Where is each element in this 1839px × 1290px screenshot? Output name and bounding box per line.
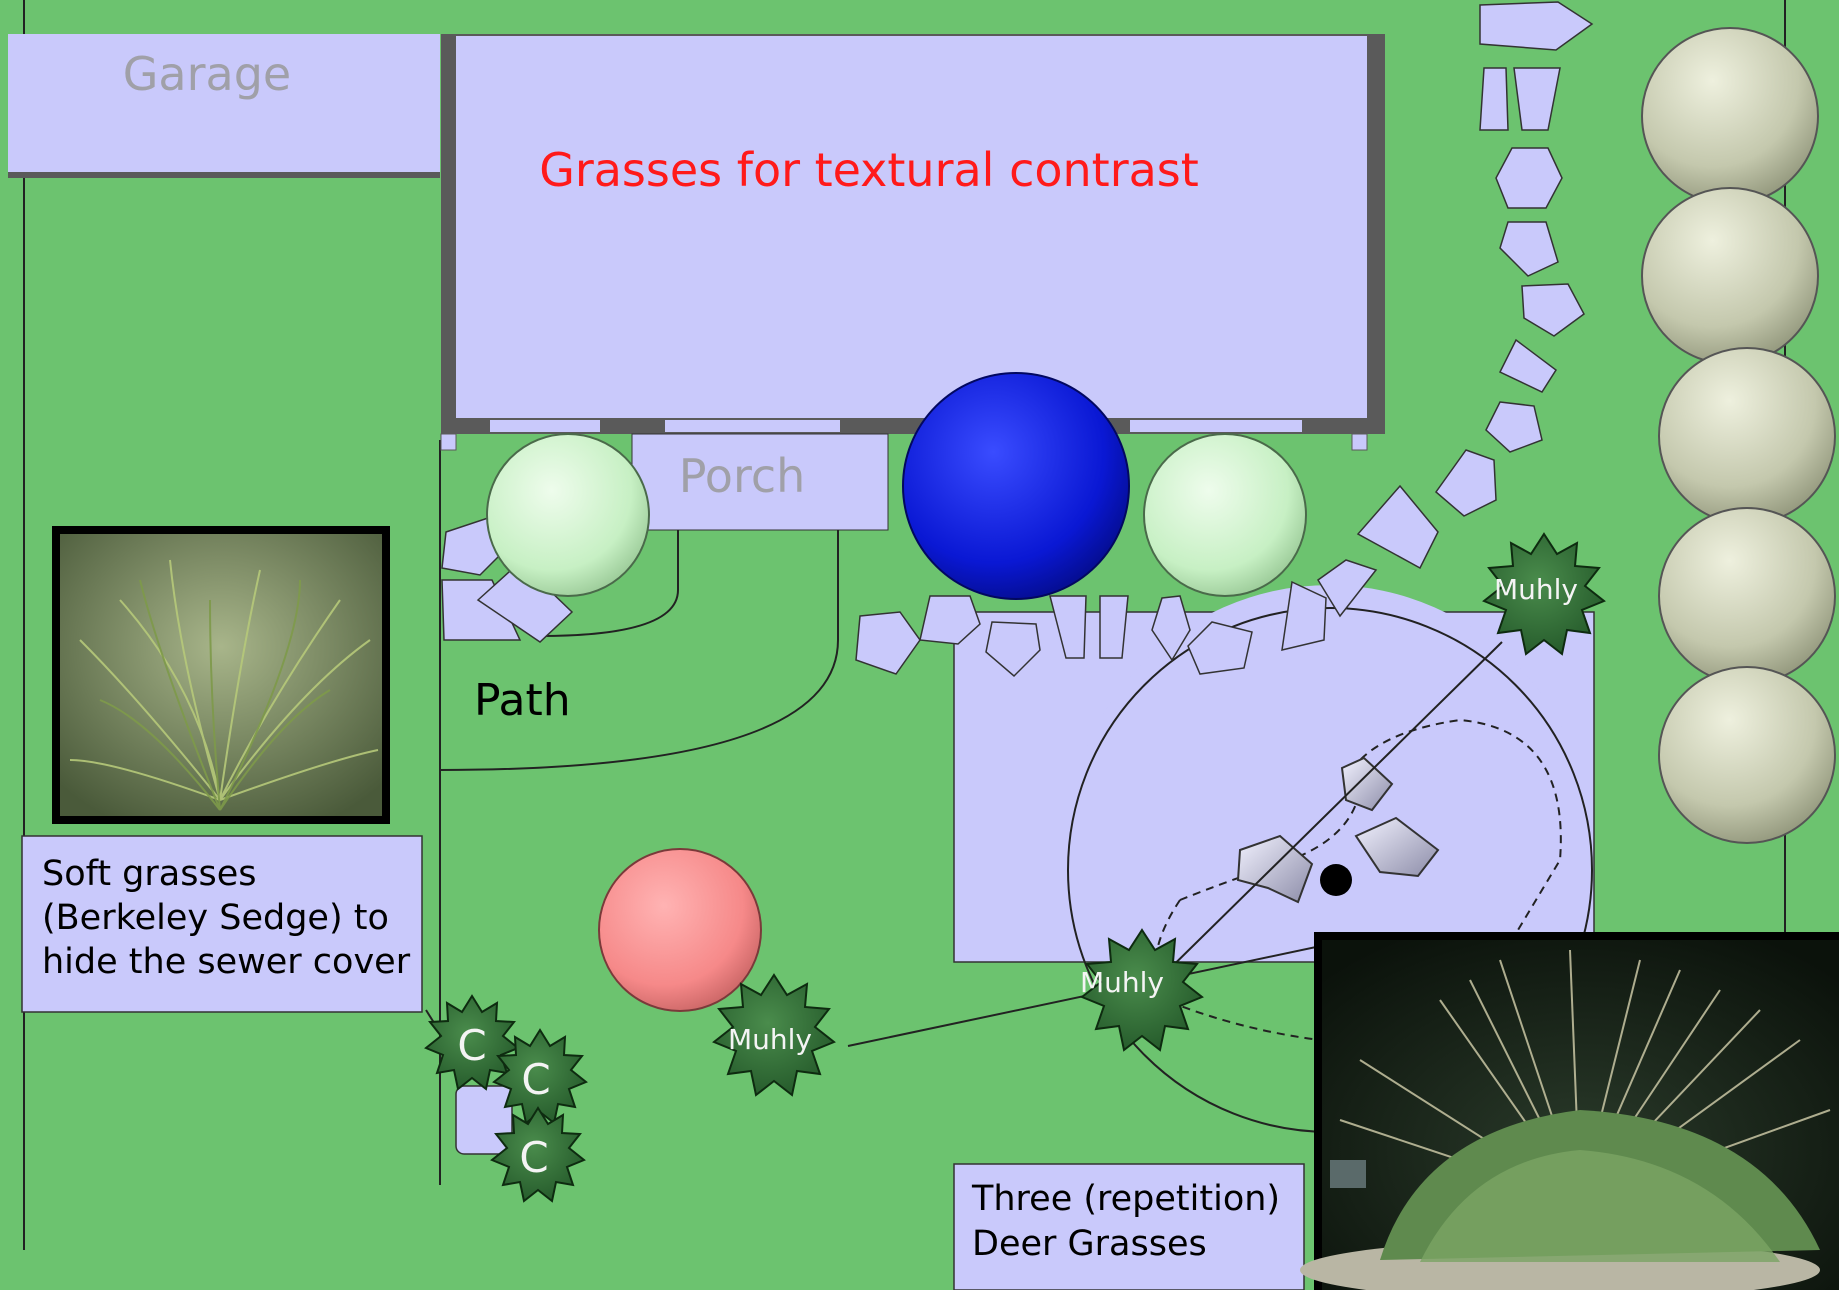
stepping-stones-porch <box>441 517 574 643</box>
path-label: Path <box>474 675 571 726</box>
garage: Garage <box>8 34 440 178</box>
stepping-stones-arc <box>855 1 1594 678</box>
muhly-label: Muhly <box>1080 966 1164 999</box>
sedge-plant-3: C <box>490 1106 586 1203</box>
garage-label: Garage <box>123 47 291 101</box>
sedge-label: C <box>521 1055 550 1104</box>
path-inner-curve <box>539 530 679 637</box>
soft-grasses-line-1: Soft grasses <box>42 854 256 894</box>
house: Grasses for textural contrast <box>440 34 1385 451</box>
muhly-plant-right: Muhly <box>1482 532 1606 656</box>
diagram-title: Grasses for textural contrast <box>539 143 1199 197</box>
boulders <box>1236 756 1440 904</box>
muhly-label: Muhly <box>1494 573 1578 606</box>
shrub-pale-right <box>1143 433 1307 597</box>
muhly-label: Muhly <box>728 1023 812 1056</box>
muhly-plant-left: Muhly <box>712 973 836 1097</box>
path-outline <box>439 530 839 771</box>
soft-grasses-line-3: hide the sewer cover <box>42 942 411 982</box>
soft-grasses-line-2: (Berkeley Sedge) to <box>42 898 389 938</box>
porch: Porch <box>631 433 889 531</box>
sedge-label: C <box>457 1021 486 1070</box>
shrub-blue <box>902 372 1130 600</box>
tree-row <box>1641 27 1836 844</box>
sedge-label: C <box>519 1133 548 1182</box>
sewer-cover <box>1320 864 1352 896</box>
deer-grasses-line-2: Deer Grasses <box>972 1224 1207 1264</box>
berkeley-sedge-photo <box>52 526 390 824</box>
sedge-plant-1: C <box>424 994 520 1091</box>
muhly-plant-middle: Muhly <box>1080 928 1204 1052</box>
shrub-pink <box>598 848 762 1012</box>
deer-grass-photo <box>1300 932 1839 1290</box>
porch-label: Porch <box>679 449 806 503</box>
soft-grasses-caption: Soft grasses (Berkeley Sedge) to hide th… <box>21 835 423 1013</box>
deer-grasses-caption: Three (repetition) Deer Grasses <box>953 1163 1305 1290</box>
deer-grasses-line-1: Three (repetition) <box>971 1179 1280 1219</box>
shrub-pale-left <box>486 433 650 597</box>
